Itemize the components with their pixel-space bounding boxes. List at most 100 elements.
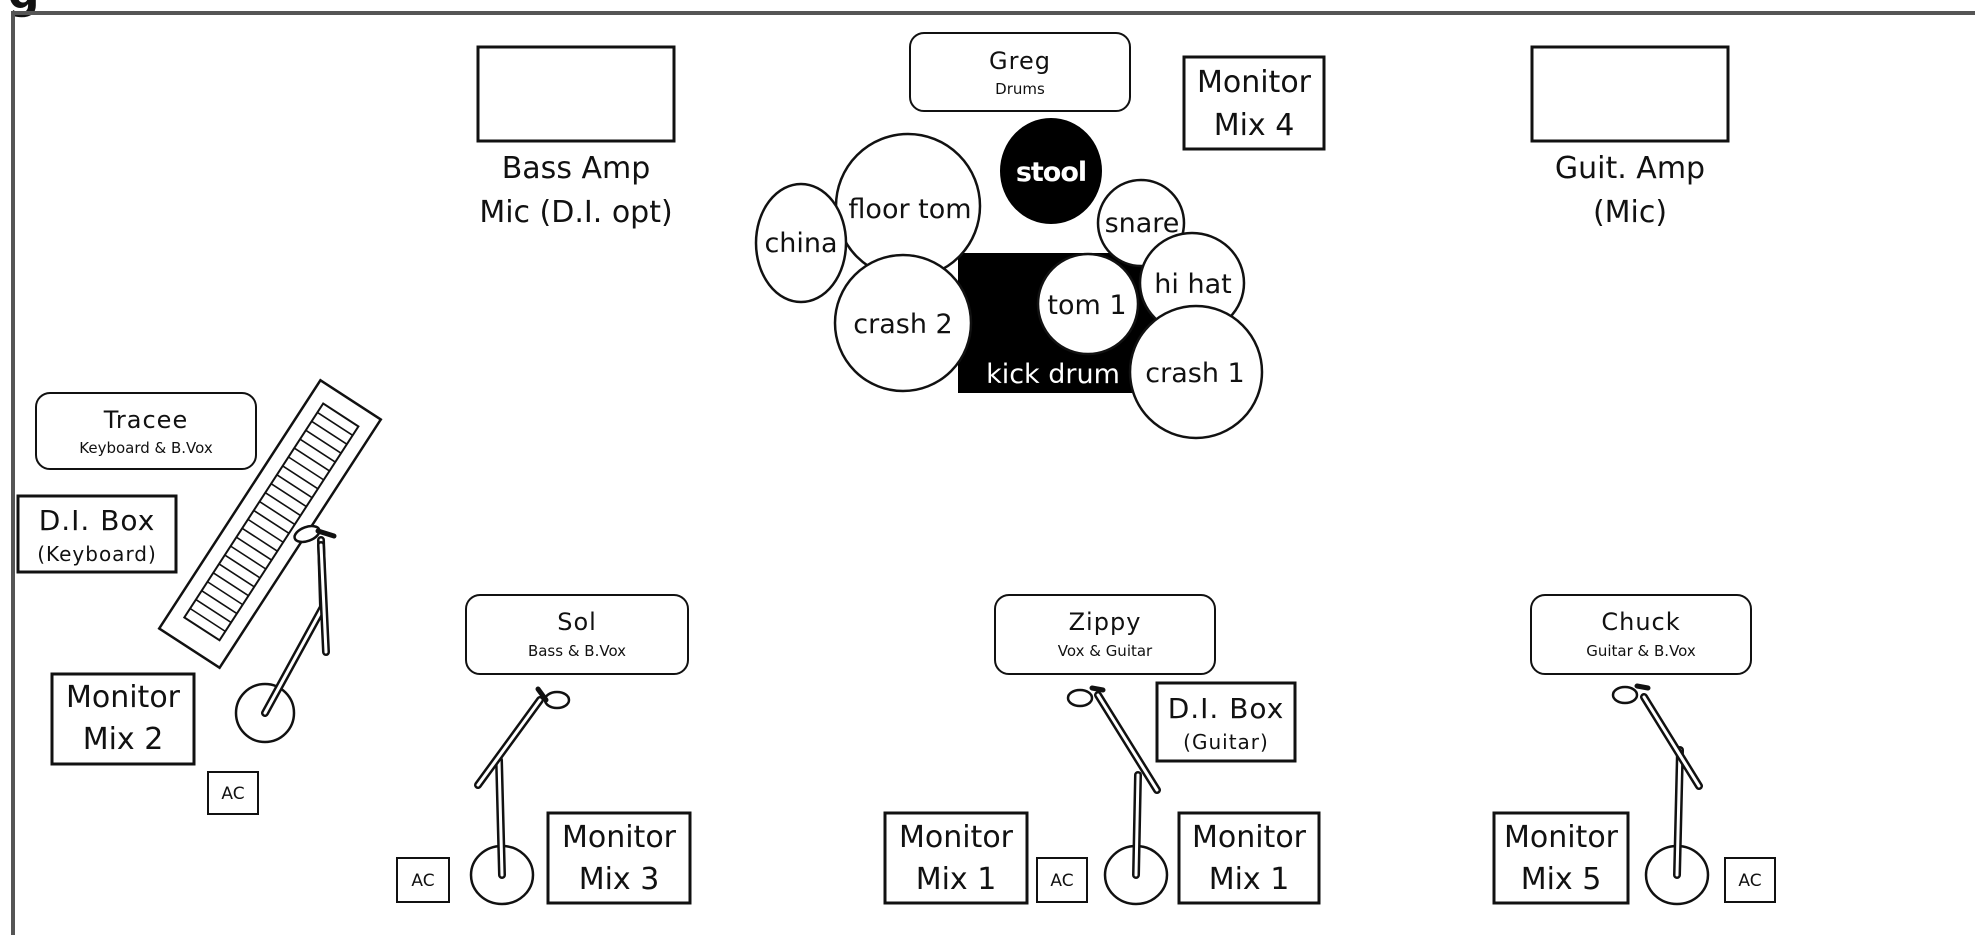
drum-kit: kick drum stool floor tom china snare hi…	[754, 118, 1264, 440]
stool-label: stool	[1016, 157, 1086, 188]
monitor-mix-2-line1: Monitor	[66, 680, 181, 715]
monitor-mix-1-right: Monitor Mix 1	[1177, 811, 1321, 905]
monitor-mix-2: Monitor Mix 2	[50, 672, 196, 766]
tom-1-label: tom 1	[1047, 290, 1126, 321]
keyboard-key	[207, 581, 244, 606]
crash-2	[833, 253, 973, 393]
keyboard-key	[201, 589, 238, 615]
monitor-mix-3-line2: Mix 3	[579, 862, 660, 897]
musician-zippy: Zippy Vox & Guitar	[994, 594, 1216, 675]
keyboard-key	[224, 554, 261, 579]
monitor-mix-3-box	[546, 811, 692, 905]
di-box-guitar-label: D.I. Box	[1168, 692, 1285, 725]
monitor-mix-1-left-line1: Monitor	[899, 820, 1014, 855]
monitor-mix-2-box	[50, 672, 196, 766]
ac-outlet-chuck-box	[1724, 857, 1776, 903]
musician-tracee-box	[35, 392, 257, 470]
musician-sol: Sol Bass & B.Vox	[465, 594, 689, 675]
di-box-keyboard-sub: (Keyboard)	[37, 542, 157, 566]
di-box-keyboard: D.I. Box (Keyboard)	[16, 494, 178, 574]
musician-greg: Greg Drums	[909, 32, 1131, 112]
monitor-mix-1-left-line2: Mix 1	[916, 862, 997, 897]
mic-chuck-head	[1611, 685, 1639, 705]
musician-zippy-name: Zippy	[1069, 608, 1142, 636]
monitor-mix-5-line2: Mix 5	[1521, 862, 1602, 897]
mic-stand-zippy	[1066, 685, 1169, 906]
musician-sol-name: Sol	[557, 608, 597, 636]
ac-outlet-zippy-label: AC	[1050, 871, 1073, 891]
keyboard-key	[264, 491, 301, 517]
keyboard-key	[247, 518, 284, 543]
monitor-mix-5-box	[1492, 811, 1630, 905]
bass-amp: Bass Amp Mic (D.I. opt)	[476, 45, 676, 230]
di-box-guitar: D.I. Box (Guitar)	[1155, 681, 1297, 763]
ac-outlet-sol-label: AC	[411, 871, 434, 891]
musician-greg-name: Greg	[989, 47, 1051, 75]
musician-chuck: Chuck Guitar & B.Vox	[1530, 594, 1752, 675]
monitor-mix-1-right-line2: Mix 1	[1209, 862, 1290, 897]
monitor-mix-4-line2: Mix 4	[1214, 108, 1295, 143]
keyboard-key	[288, 456, 325, 481]
crash-2-label: crash 2	[853, 309, 952, 340]
ac-outlet-zippy-box	[1036, 857, 1088, 903]
musician-sol-box	[465, 594, 689, 675]
musician-tracee-name: Tracee	[103, 406, 188, 434]
monitor-mix-5: Monitor Mix 5	[1492, 811, 1630, 905]
bass-amp-mic-label: Mic (D.I. opt)	[479, 195, 672, 230]
monitor-mix-1-right-line1: Monitor	[1192, 820, 1307, 855]
ac-outlet-chuck-label: AC	[1738, 871, 1761, 891]
hi-hat-label: hi hat	[1154, 269, 1231, 300]
monitor-mix-4: Monitor Mix 4	[1182, 55, 1326, 151]
tom-1	[1036, 252, 1140, 356]
musician-zippy-role: Vox & Guitar	[1058, 642, 1153, 660]
keyboard-key	[316, 411, 354, 436]
keyboard-key	[235, 536, 273, 561]
musician-tracee: Tracee Keyboard & B.Vox	[35, 392, 257, 470]
china-label: china	[764, 228, 837, 259]
ac-outlet-zippy: AC	[1036, 857, 1088, 903]
ac-outlet-tracee-label: AC	[221, 784, 244, 804]
musician-greg-box	[909, 32, 1131, 112]
ac-outlet-chuck: AC	[1724, 857, 1776, 903]
mic-sol-head	[543, 690, 571, 710]
keyboard-key	[270, 483, 307, 508]
keyboard-key	[293, 447, 330, 472]
keyboard-key	[276, 474, 313, 499]
musician-sol-role: Bass & B.Vox	[528, 642, 626, 660]
ac-outlet-sol-box	[396, 857, 450, 903]
monitor-mix-4-line1: Monitor	[1197, 65, 1312, 100]
di-box-keyboard-box	[16, 494, 178, 574]
di-box-keyboard-label: D.I. Box	[39, 504, 156, 537]
keyboard-key	[282, 465, 319, 490]
keyboard-key	[253, 509, 290, 535]
monitor-mix-1-left-box	[883, 811, 1029, 905]
di-box-guitar-sub: (Guitar)	[1183, 730, 1269, 754]
keyboard-key	[189, 607, 226, 633]
keyboard-key	[311, 420, 348, 445]
crash-1-label: crash 1	[1145, 358, 1244, 389]
monitor-mix-1-right-box	[1177, 811, 1321, 905]
keyboard-key	[230, 545, 267, 570]
keyboard-key	[259, 500, 296, 526]
ac-outlet-tracee-box	[207, 771, 259, 815]
keyboard-key	[218, 563, 255, 588]
stool	[1000, 118, 1102, 224]
keyboard-key	[212, 572, 249, 597]
musician-chuck-name: Chuck	[1601, 608, 1680, 636]
bass-amp-label: Bass Amp	[502, 151, 651, 186]
monitor-mix-3: Monitor Mix 3	[546, 811, 692, 905]
monitor-mix-1-left: Monitor Mix 1	[883, 811, 1029, 905]
bass-amp-box	[476, 45, 676, 143]
keyboard-key	[305, 429, 342, 454]
mic-stand-tracee	[234, 524, 337, 744]
guitar-amp-label: Guit. Amp	[1555, 151, 1705, 186]
ac-outlet-sol: AC	[396, 857, 450, 903]
keyboard-key	[299, 438, 336, 463]
guitar-amp-mic-label: (Mic)	[1593, 195, 1667, 230]
keyboard-key	[241, 527, 278, 552]
stage-border	[11, 11, 1975, 935]
keyboard	[157, 378, 383, 670]
kick-drum-label: kick drum	[986, 359, 1120, 390]
guitar-amp: Guit. Amp (Mic)	[1530, 45, 1730, 230]
